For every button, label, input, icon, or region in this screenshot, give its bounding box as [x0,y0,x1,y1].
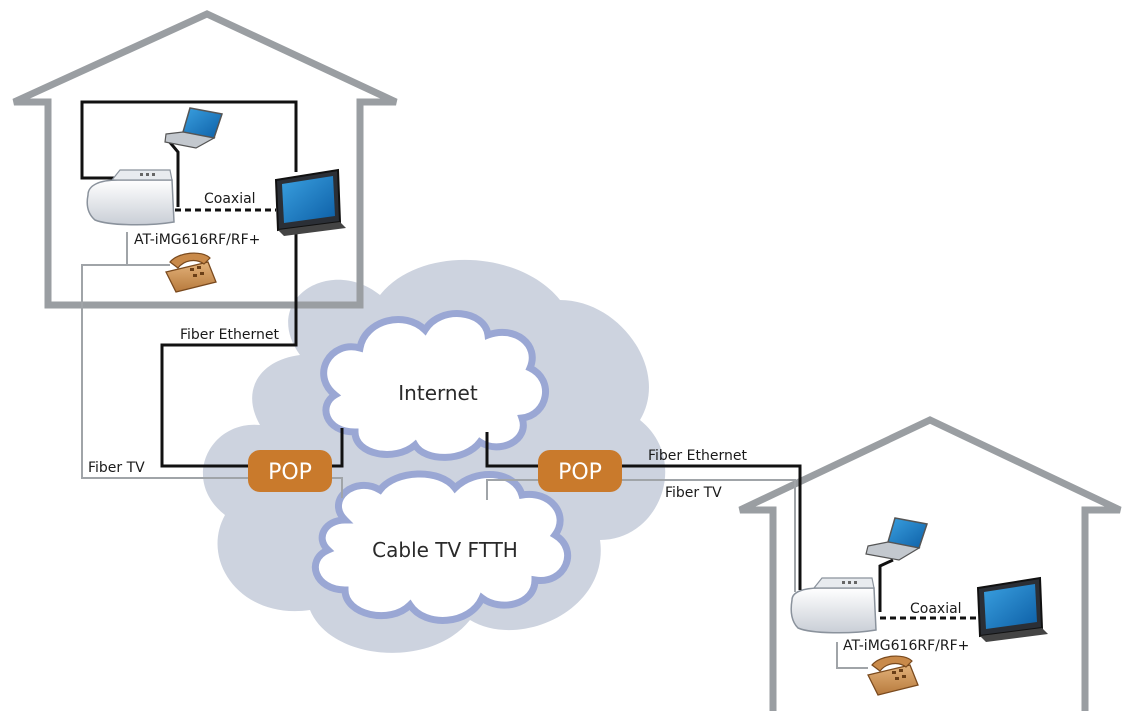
left-fiber-ethernet-label: Fiber Ethernet [180,327,279,343]
home2-router-icon [790,577,877,634]
home1-coax-label: Coaxial [204,191,256,207]
home1-laptop-cable [166,139,180,207]
pop-left-node: POP [248,450,332,492]
home1-tv-monitor-icon [274,168,346,236]
home1-device-label: AT-iMG616RF/RF+ [134,232,260,248]
home2-laptop-icon [865,517,928,561]
pop-left-cable-link [330,477,343,498]
left-fiber-ethernet-link [160,318,298,468]
right-fiber-ethernet-link [620,464,802,590]
home2-house-outline [738,416,1122,711]
left-fiber-tv-label: Fiber TV [88,460,145,476]
cable-tv-cloud [311,470,571,624]
home2-tv-monitor-icon [976,576,1048,642]
home1-laptop-icon [164,107,223,149]
home2-coax-label: Coaxial [910,601,962,617]
pop-left-internet-link [330,428,344,468]
pop-right-node: POP [538,450,622,492]
home2-device-label: AT-iMG616RF/RF+ [843,638,969,654]
right-fiber-ethernet-label: Fiber Ethernet [648,448,747,464]
pop-right-cable-link [486,479,540,500]
home2-telephone-icon [867,655,919,696]
cable-tv-label: Cable TV FTTH [372,538,518,562]
home1-router-icon [86,169,175,226]
home1-house-outline [12,10,398,309]
home1-telephone-icon [165,252,217,293]
right-fiber-tv-link [620,479,796,592]
home2-laptop-cable [878,558,894,612]
pop-right-label: POP [558,460,602,485]
home1-lan-cable [80,100,298,180]
right-fiber-tv-label: Fiber TV [665,485,722,501]
pop-left-label: POP [268,460,312,485]
home2-phone-cable [836,642,868,669]
internet-cloud [320,310,549,461]
pop-right-internet-link [485,432,540,468]
left-fiber-tv-link [81,264,250,479]
internet-label: Internet [398,381,478,405]
